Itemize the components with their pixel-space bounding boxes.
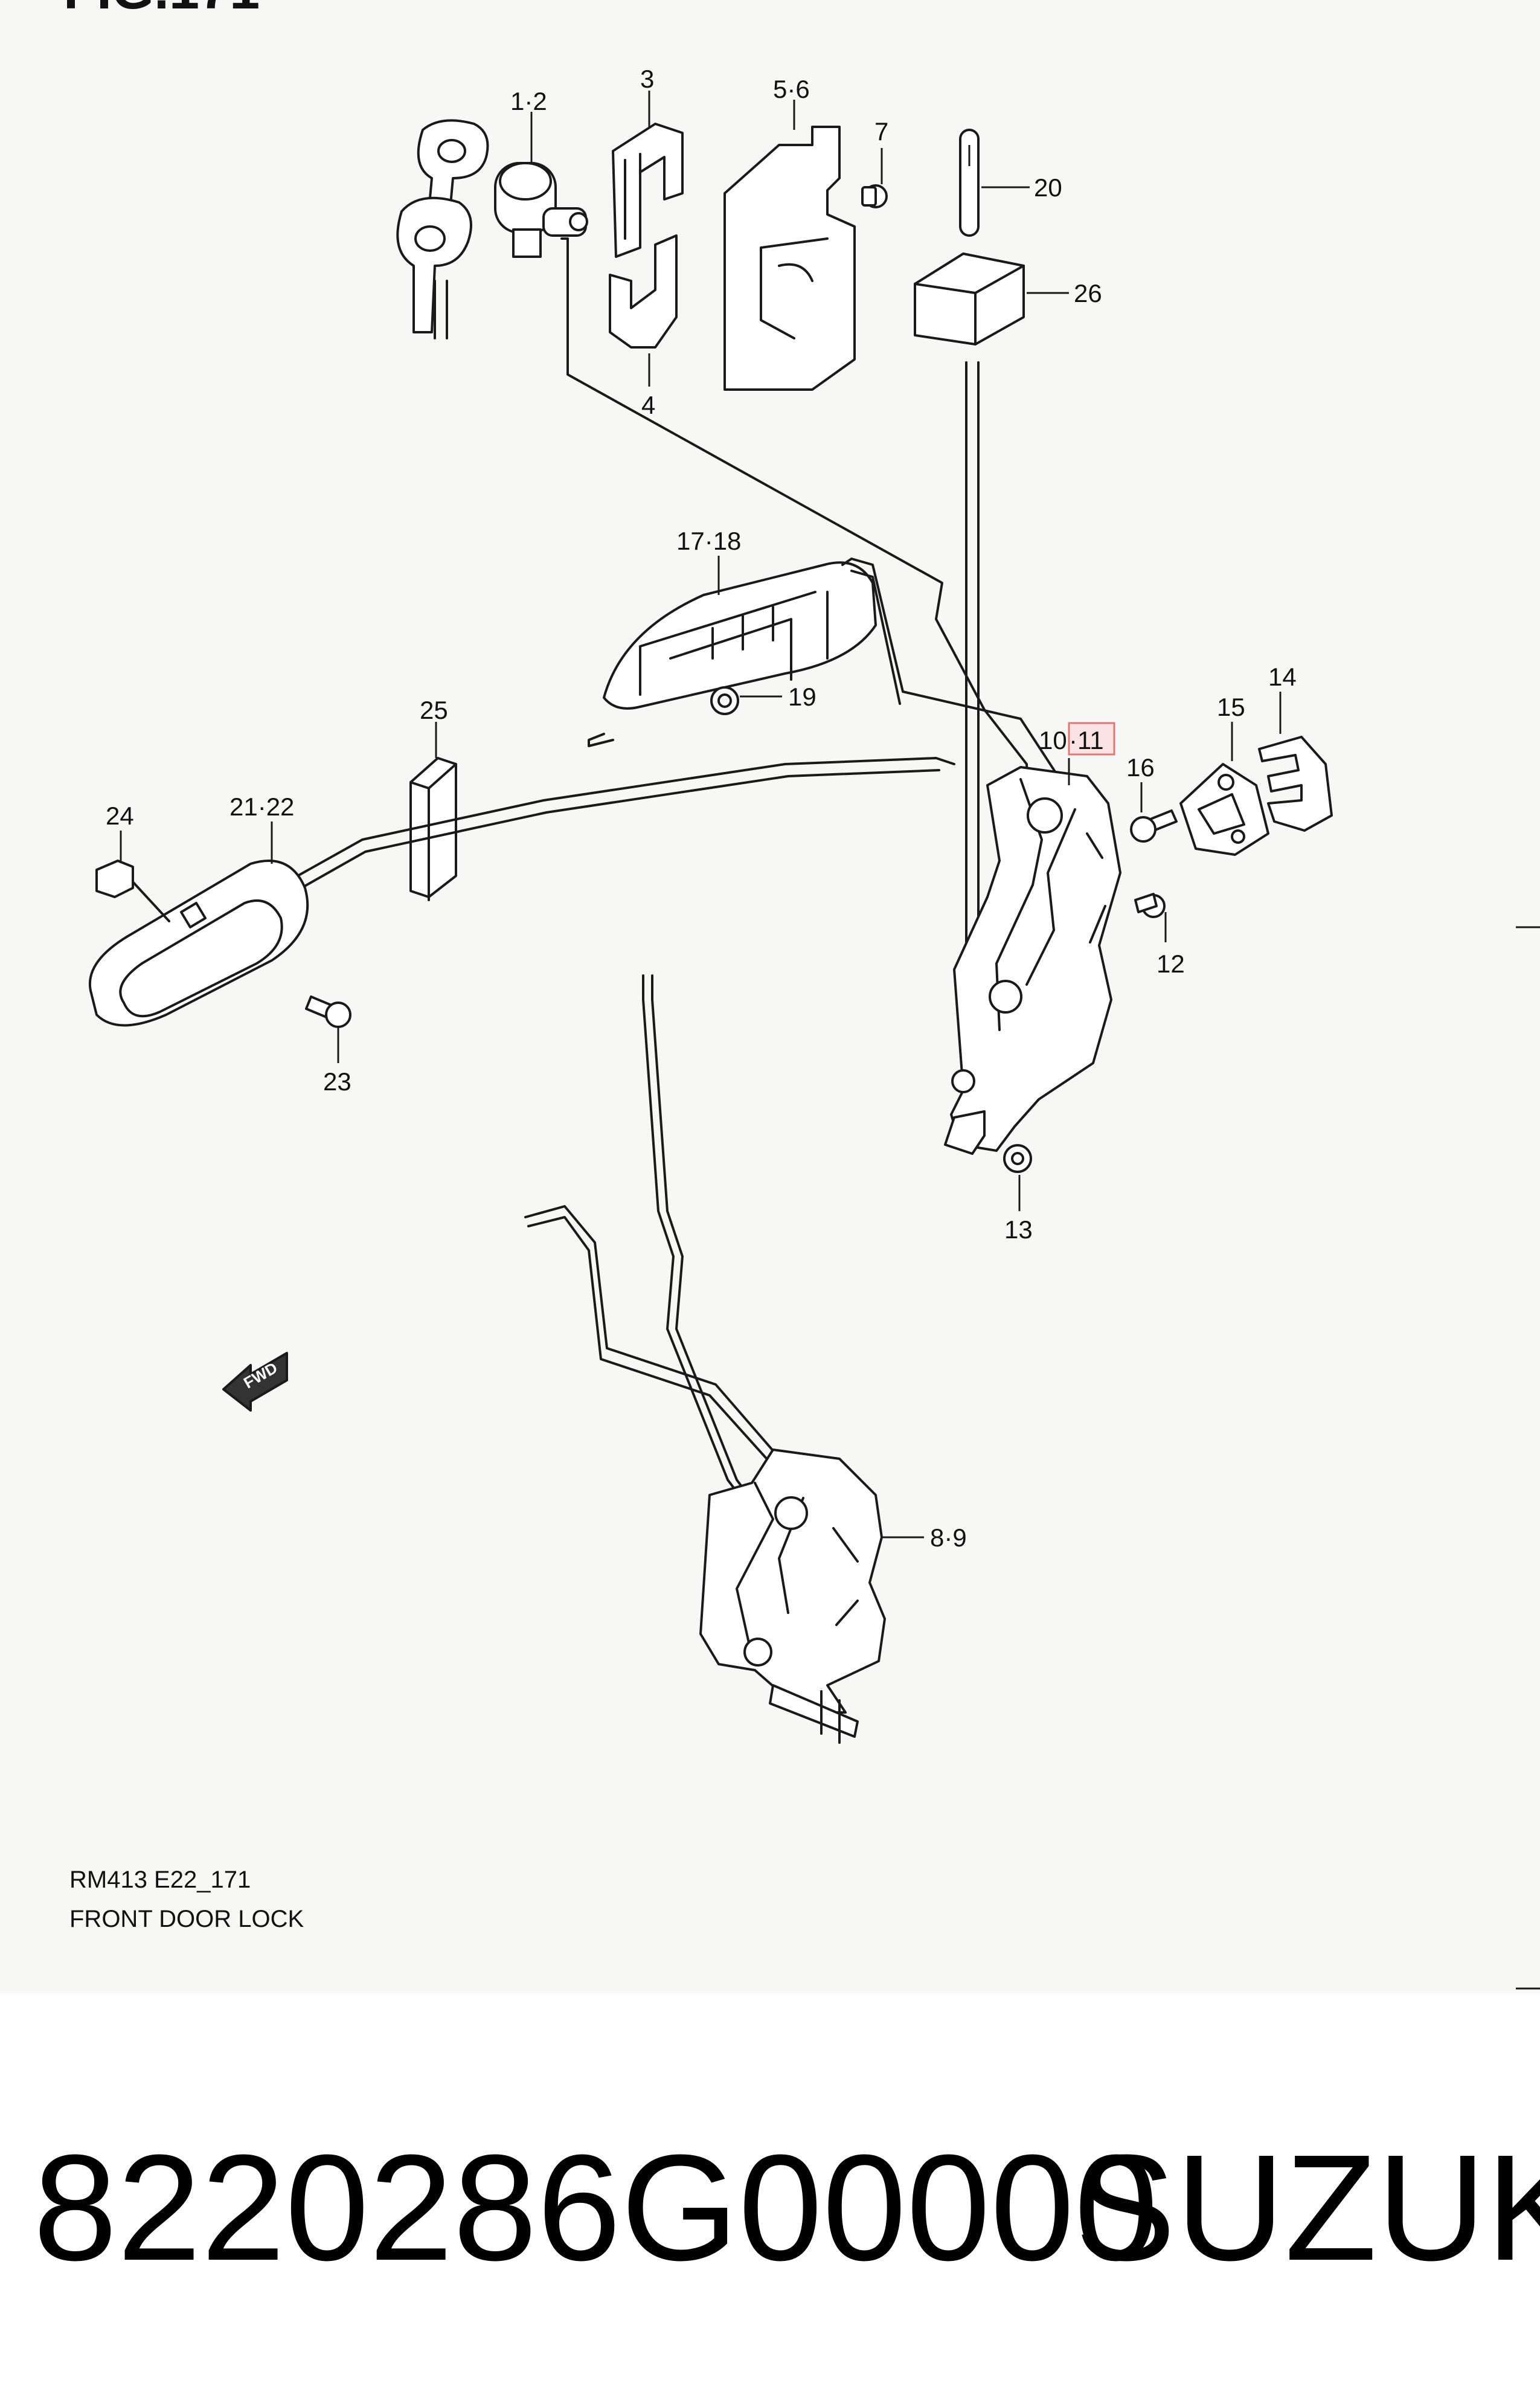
callout-19: 19: [788, 683, 817, 711]
screw-part-12: [1134, 893, 1166, 918]
callout-21-22: 21·22: [229, 793, 294, 821]
callout-14: 15: [1217, 693, 1245, 721]
callout-10: 10: [1039, 726, 1067, 754]
highlight-part-11: [1068, 722, 1115, 756]
callout-17-18: 17·18: [676, 527, 741, 555]
outside-handle-part: [588, 561, 877, 747]
screw-part-23: [305, 995, 351, 1028]
footer: [0, 1993, 1540, 2392]
callout-16: 16: [1126, 753, 1155, 782]
callout-11: ·11: [1069, 726, 1104, 754]
callout-12: 12: [1157, 950, 1185, 978]
inside-handle-rod: [286, 757, 955, 883]
callout-5-6: 5·6: [773, 75, 810, 103]
part-number: 8220286G00000: [33, 2123, 1158, 2292]
door-latch-part: [944, 766, 1121, 1155]
fig-label: FIG.171: [63, 0, 260, 21]
callout-24: 24: [106, 802, 134, 830]
pad-part-25: [409, 757, 457, 901]
key-set-part: [396, 119, 489, 339]
brand-name: SUZUKI: [1075, 2123, 1540, 2292]
diagram-panel: FIG.171 1·2: [63, 0, 1540, 1990]
callout-23: 23: [323, 1067, 351, 1096]
lock-cover-part: [723, 126, 856, 391]
parts-diagram: FIG.171 1·2: [63, 0, 1540, 1990]
caption-title: FRONT DOOR LOCK: [69, 1906, 304, 1932]
nut-part-19: [710, 686, 739, 715]
callout-13: 13: [1004, 1215, 1033, 1244]
screw-part-16: [1130, 809, 1178, 843]
striker-part: [1179, 763, 1269, 856]
pad-part-26: [914, 252, 1025, 346]
callout-1-2: 1·2: [510, 87, 547, 115]
clip-part-3: [612, 123, 684, 258]
rear-latch-rod: [642, 974, 777, 1545]
callout-3: 3: [640, 65, 654, 93]
caption-code: RM413 E22_171: [69, 1866, 251, 1893]
inside-handle-part: [88, 860, 309, 1027]
callout-4: 4: [641, 391, 655, 419]
pin-part-20: [959, 129, 980, 237]
callout-25: 25: [420, 696, 448, 724]
bolt-part-13: [1003, 1144, 1032, 1173]
callout-7: 7: [874, 117, 888, 146]
shim-part: [1258, 736, 1333, 832]
screw-part-7: [861, 184, 888, 208]
callout-26: 26: [1074, 279, 1102, 307]
clip-part-4: [609, 234, 678, 349]
callout-8-9: 8·9: [930, 1523, 967, 1552]
fwd-arrow-icon: FWD: [222, 1352, 288, 1412]
lock-cylinder-part: [494, 162, 588, 258]
callout-15: 14: [1268, 663, 1297, 691]
clip-part-24: [95, 860, 134, 898]
callout-20: 20: [1034, 173, 1062, 202]
cylinder-rod: [560, 237, 1031, 838]
rear-door-latch-part: [699, 1448, 886, 1744]
